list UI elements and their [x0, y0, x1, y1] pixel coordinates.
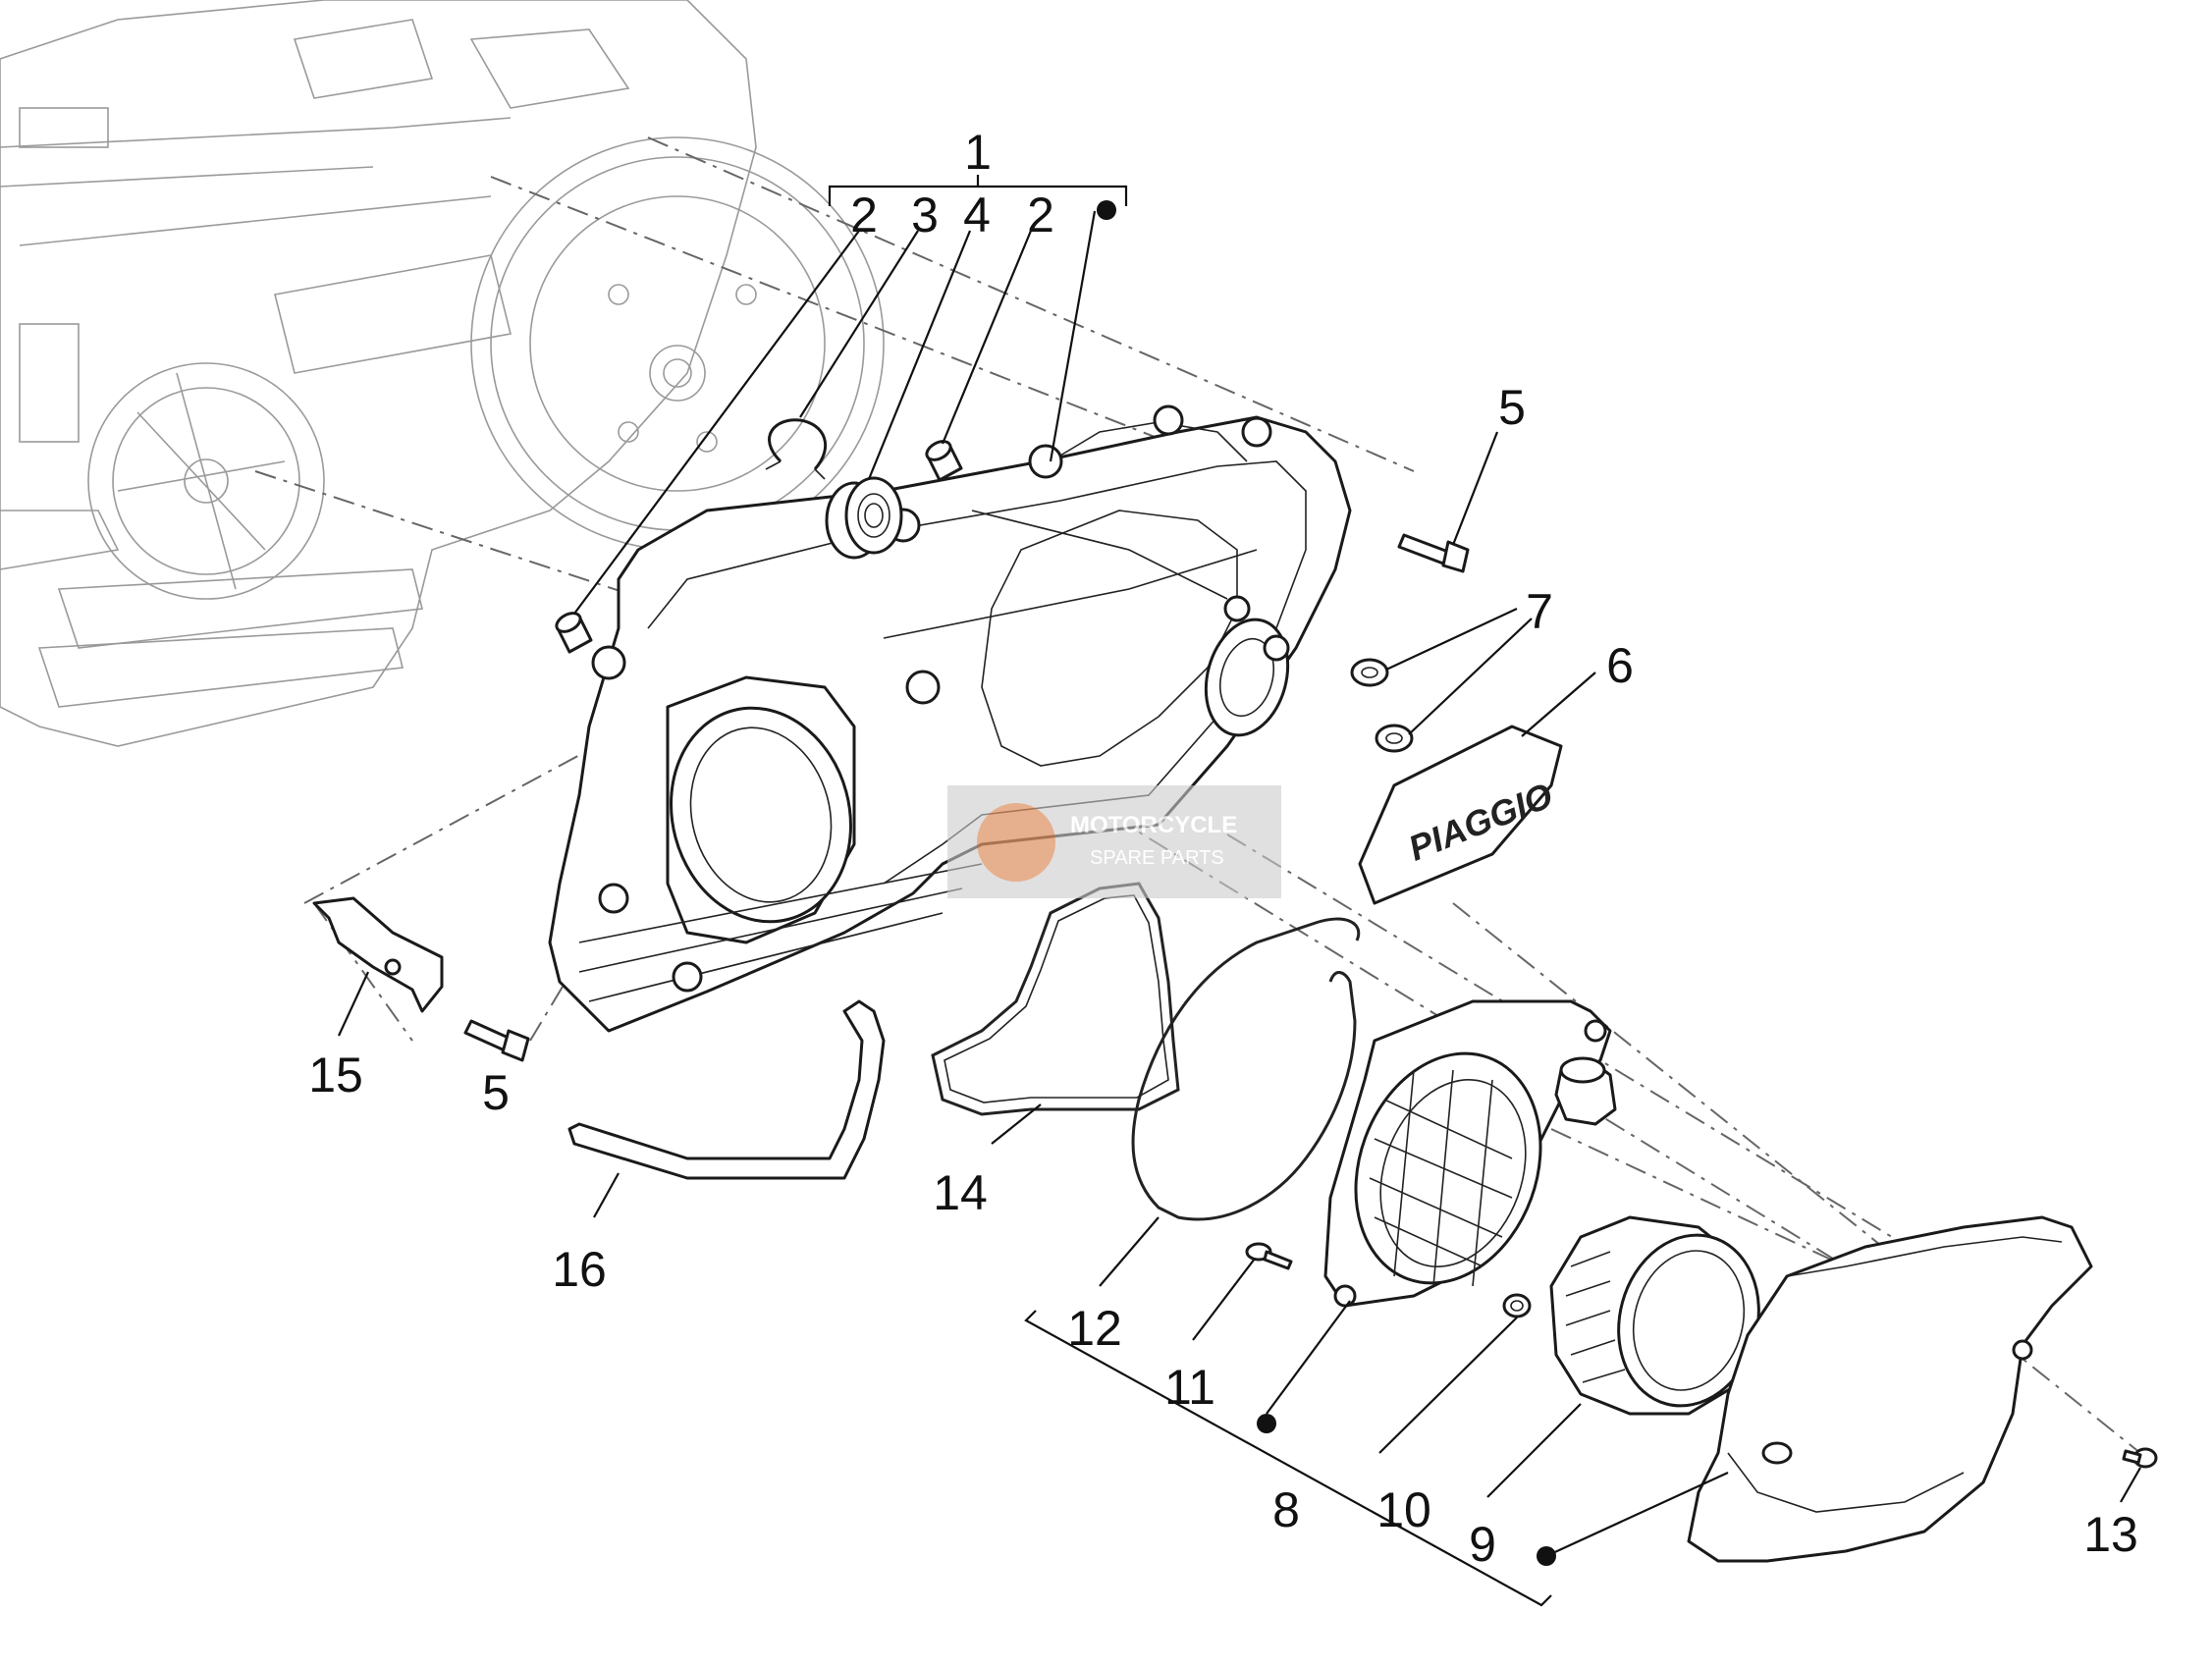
- bolt-upper: [1397, 533, 1470, 573]
- group-bracket-8: [1024, 1310, 1552, 1607]
- leader-lines: [338, 210, 2141, 1557]
- callout-11: 11: [1164, 1360, 1215, 1415]
- callout-6: 6: [1606, 638, 1634, 693]
- cover-screw: [2122, 1447, 2158, 1469]
- dowel-pin-right: [925, 440, 963, 482]
- brand-badge: PIAGGIO: [1358, 725, 1563, 905]
- callout-2-left: 2: [850, 188, 878, 242]
- callout-13: 13: [2083, 1507, 2138, 1562]
- watermark: MOTORCYCLE SPARE PARTS: [947, 785, 1281, 898]
- grommet-upper: [1350, 658, 1389, 687]
- callout-4: 4: [963, 188, 991, 242]
- callout-12: 12: [1067, 1301, 1122, 1356]
- mounting-bracket: [312, 896, 444, 1013]
- callout-7: 7: [1526, 584, 1553, 639]
- callout-8: 8: [1272, 1482, 1300, 1537]
- callout-labels: 1 2 3 4 2 5 7 6 15 5 14 16 12 11 8 10 9 …: [308, 125, 2138, 1572]
- screw: [1245, 1242, 1293, 1270]
- watermark-line1: MOTORCYCLE: [1070, 812, 1237, 838]
- assembly-axis-lines: [254, 136, 2141, 1454]
- callout-5-lower: 5: [482, 1065, 510, 1120]
- callout-15: 15: [308, 1048, 363, 1102]
- dowel-pin-left: [555, 612, 593, 654]
- callout-16: 16: [552, 1242, 607, 1297]
- breather-hose: [567, 999, 886, 1180]
- callout-1: 1: [964, 125, 992, 180]
- outer-air-cover: [1687, 1215, 2093, 1563]
- bolt-lower: [463, 1019, 530, 1062]
- air-intake-housing: [1323, 999, 1617, 1308]
- circlip: [765, 418, 828, 480]
- callout-10: 10: [1376, 1482, 1431, 1537]
- callout-3: 3: [911, 188, 939, 242]
- callout-14: 14: [933, 1165, 988, 1220]
- watermark-box: [947, 785, 1281, 898]
- set-markers: [1097, 200, 1556, 1566]
- set-marker-dot-bottom: [1537, 1546, 1556, 1566]
- bearing: [825, 476, 903, 560]
- callout-2-right: 2: [1027, 188, 1054, 242]
- grommet-lower: [1375, 724, 1414, 753]
- callout-9: 9: [1469, 1517, 1496, 1572]
- callout-5-upper: 5: [1498, 380, 1526, 435]
- engine-assembly-background: [0, 0, 885, 747]
- group-bracket-1: [828, 175, 1128, 206]
- nut: [1502, 1293, 1532, 1318]
- set-marker-dot-top: [1097, 200, 1116, 220]
- seal-cord: [1131, 917, 1361, 1221]
- watermark-logo-icon: [977, 803, 1055, 882]
- cover-gasket: [931, 882, 1180, 1116]
- crankcase-cover: [548, 404, 1352, 1033]
- watermark-line2: SPARE PARTS: [1090, 847, 1224, 869]
- set-marker-dot-mid: [1257, 1414, 1276, 1433]
